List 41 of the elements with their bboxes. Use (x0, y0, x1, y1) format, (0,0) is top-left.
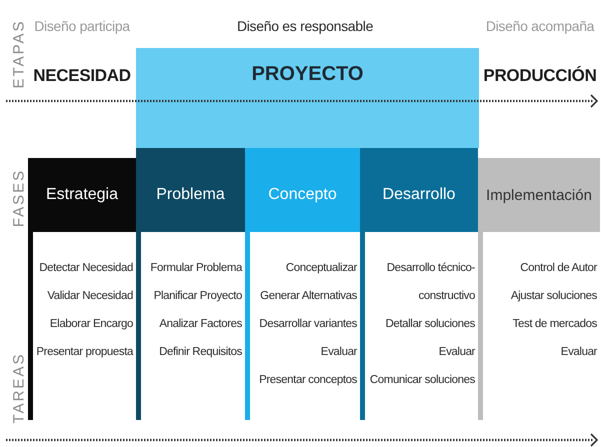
task-text: Detectar Necesidad (38, 261, 133, 276)
phase-header (28, 158, 136, 232)
task-text: Evaluar (438, 345, 475, 360)
phase-title: Concepto (268, 186, 337, 204)
task-text: Evaluar (560, 345, 597, 360)
task-text: Analizar Factores (158, 317, 242, 332)
task-text: Generar Alternativas (259, 289, 357, 304)
row-label: TAREAS (10, 352, 28, 424)
task-text: Planificar Proyecto (152, 289, 242, 304)
stage-title: PROYECTO (252, 62, 364, 86)
stage-note: Diseño participa (33, 18, 131, 34)
stage-note: Diseño es responsable (236, 18, 374, 34)
stage-title: NECESIDAD (32, 66, 132, 86)
stage-note: Diseño acompaña (484, 18, 596, 34)
task-text: Comunicar soluciones (368, 373, 475, 388)
task-text: Ajustar soluciones (510, 289, 597, 304)
phase-header (136, 148, 245, 232)
task-text: Presentar conceptos (258, 373, 357, 388)
task-text: Presentar propuesta (35, 345, 133, 360)
phase-header (245, 148, 360, 232)
stage-band (136, 48, 479, 148)
phase-title: Problema (156, 186, 225, 204)
task-text: Control de Autor (519, 261, 597, 276)
task-text: Definir Requisitos (158, 345, 242, 360)
stage-title: PRODUCCIÓN (482, 66, 598, 86)
phase-title: Implementación (486, 186, 592, 204)
task-text: Detallar soluciones (384, 317, 475, 332)
task-text: Desarrollo técnico-constructivo (386, 261, 475, 304)
task-text: Formular Problema (149, 261, 242, 276)
phase-header (478, 158, 600, 232)
row-label: ETAPAS (10, 20, 28, 88)
task-text: Elaborar Encargo (48, 317, 133, 332)
phase-title: Estrategia (46, 186, 118, 204)
task-text: Evaluar (320, 345, 357, 360)
phase-header (360, 148, 478, 232)
task-text: Conceptualizar (284, 261, 357, 276)
phase-title: Desarrollo (382, 186, 456, 204)
task-text: Validar Necesidad (46, 289, 133, 304)
task-text: Test de mercados (512, 317, 597, 332)
task-text: Desarrollar variantes (258, 317, 357, 332)
row-label: FASES (10, 168, 28, 228)
